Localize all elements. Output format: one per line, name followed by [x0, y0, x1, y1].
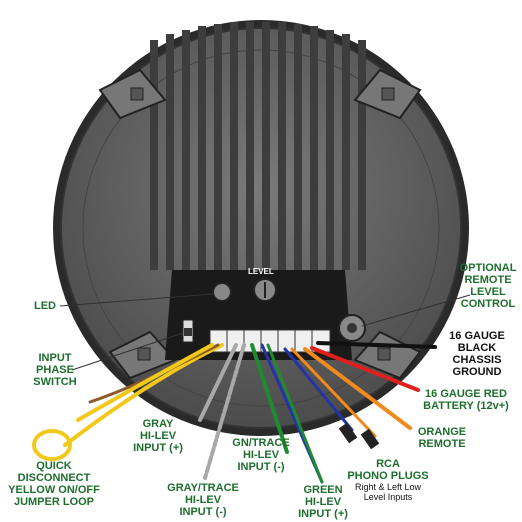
battery-label: 16 GAUGE RED BATTERY (12v+)	[423, 388, 509, 412]
mounting-tab-top-left	[98, 68, 167, 120]
gray-trace-label: GRAY/TRACE HI-LEV INPUT (-)	[167, 482, 239, 518]
leader-lines	[59, 293, 471, 371]
gn-trace-label: GN/TRACE HI-LEV INPUT (-)	[232, 437, 290, 473]
terminal-block	[209, 329, 331, 353]
led-indicator	[212, 282, 232, 302]
gray-hi-label: GRAY HI-LEV INPUT (+)	[133, 418, 183, 454]
heatsink-fins	[150, 22, 366, 270]
led-label: LED	[34, 300, 56, 312]
ground-label: 16 GAUGE BLACK CHASSIS GROUND	[449, 330, 505, 378]
optional-remote-label: OPTIONAL REMOTE LEVEL CONTROL	[459, 262, 517, 310]
level-label: LEVEL	[248, 267, 274, 276]
rca-title: RCA PHONO PLUGS	[347, 458, 429, 482]
rca-label: RCA PHONO PLUGS Right & Left Low Level I…	[343, 446, 433, 514]
green-hi-label: GREEN HI-LEV INPUT (+)	[298, 484, 348, 520]
rca-plugs	[338, 422, 380, 450]
orange-remote-label: ORANGE REMOTE	[417, 426, 467, 450]
wires	[32, 341, 437, 484]
mounting-tab-top-right	[353, 68, 422, 120]
rca-subtitle: Right & Left Low Level Inputs	[354, 482, 422, 502]
control-panel	[165, 270, 366, 360]
quick-disconnect-label: QUICK DISCONNECT YELLOW ON/OFF JUMPER LO…	[8, 460, 100, 508]
input-phase-label: INPUT PHASE SWITCH	[33, 352, 77, 388]
